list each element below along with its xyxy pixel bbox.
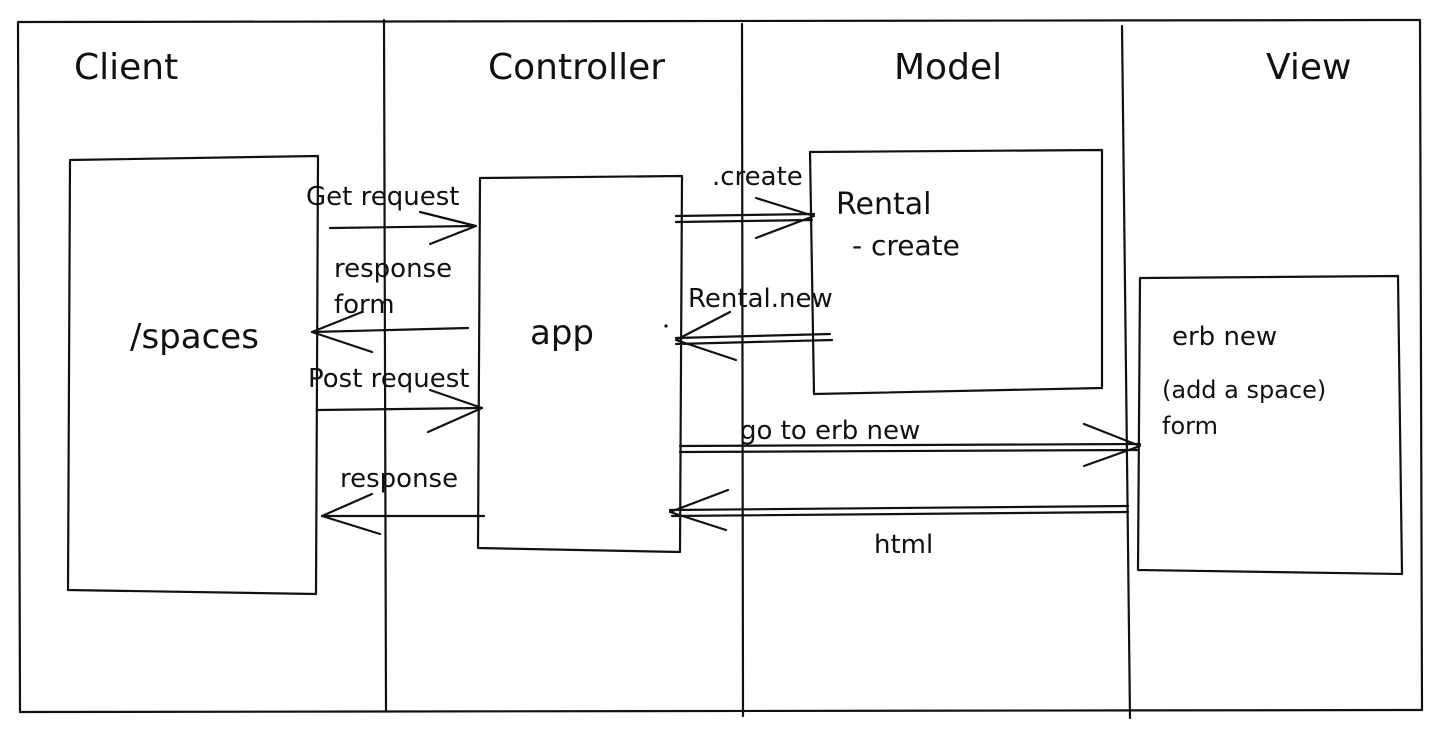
- post-request-label: Post request: [308, 364, 470, 394]
- create-arrow: [674, 196, 816, 240]
- lane-title-client: Client: [74, 47, 179, 88]
- lane-title-controller: Controller: [488, 47, 666, 88]
- html-arrow: [668, 488, 1130, 532]
- get-request-label: Get request: [306, 182, 460, 212]
- get-request-arrow: [328, 210, 478, 246]
- app-label: app: [530, 313, 594, 353]
- create-label: .create: [712, 162, 803, 192]
- spaces-box: [66, 154, 320, 596]
- post-request-arrow: [316, 388, 484, 434]
- response-form-arrow: [310, 310, 470, 354]
- erb-new-box: [1136, 274, 1404, 576]
- app-box: [476, 174, 684, 554]
- response-arrow: [320, 492, 486, 536]
- rental-method: - create: [852, 229, 960, 262]
- go-to-erb-new-arrow: [678, 422, 1142, 468]
- rental-new-label: Rental.new: [688, 284, 833, 314]
- lane-divider-1: [382, 18, 388, 712]
- stray-dot: [664, 324, 668, 328]
- erb-form: form: [1162, 412, 1218, 440]
- lane-divider-2: [740, 22, 745, 718]
- rental-title: Rental: [836, 187, 932, 222]
- spaces-label: /spaces: [130, 317, 259, 357]
- lane-title-view: View: [1266, 47, 1352, 88]
- erb-desc: (add a space): [1162, 376, 1327, 404]
- lane-title-model: Model: [894, 47, 1003, 88]
- lane-divider-3: [1120, 24, 1132, 720]
- response-form-label-2: form: [334, 290, 395, 320]
- go-to-erb-new-label: go to erb new: [740, 416, 921, 446]
- erb-title: erb new: [1172, 322, 1278, 352]
- response-form-label-1: response: [334, 254, 453, 284]
- outer-frame: [16, 18, 1424, 714]
- rental-new-arrow: [674, 310, 834, 362]
- html-label: html: [874, 530, 934, 560]
- rental-box: [808, 148, 1104, 396]
- response-label: response: [340, 464, 459, 494]
